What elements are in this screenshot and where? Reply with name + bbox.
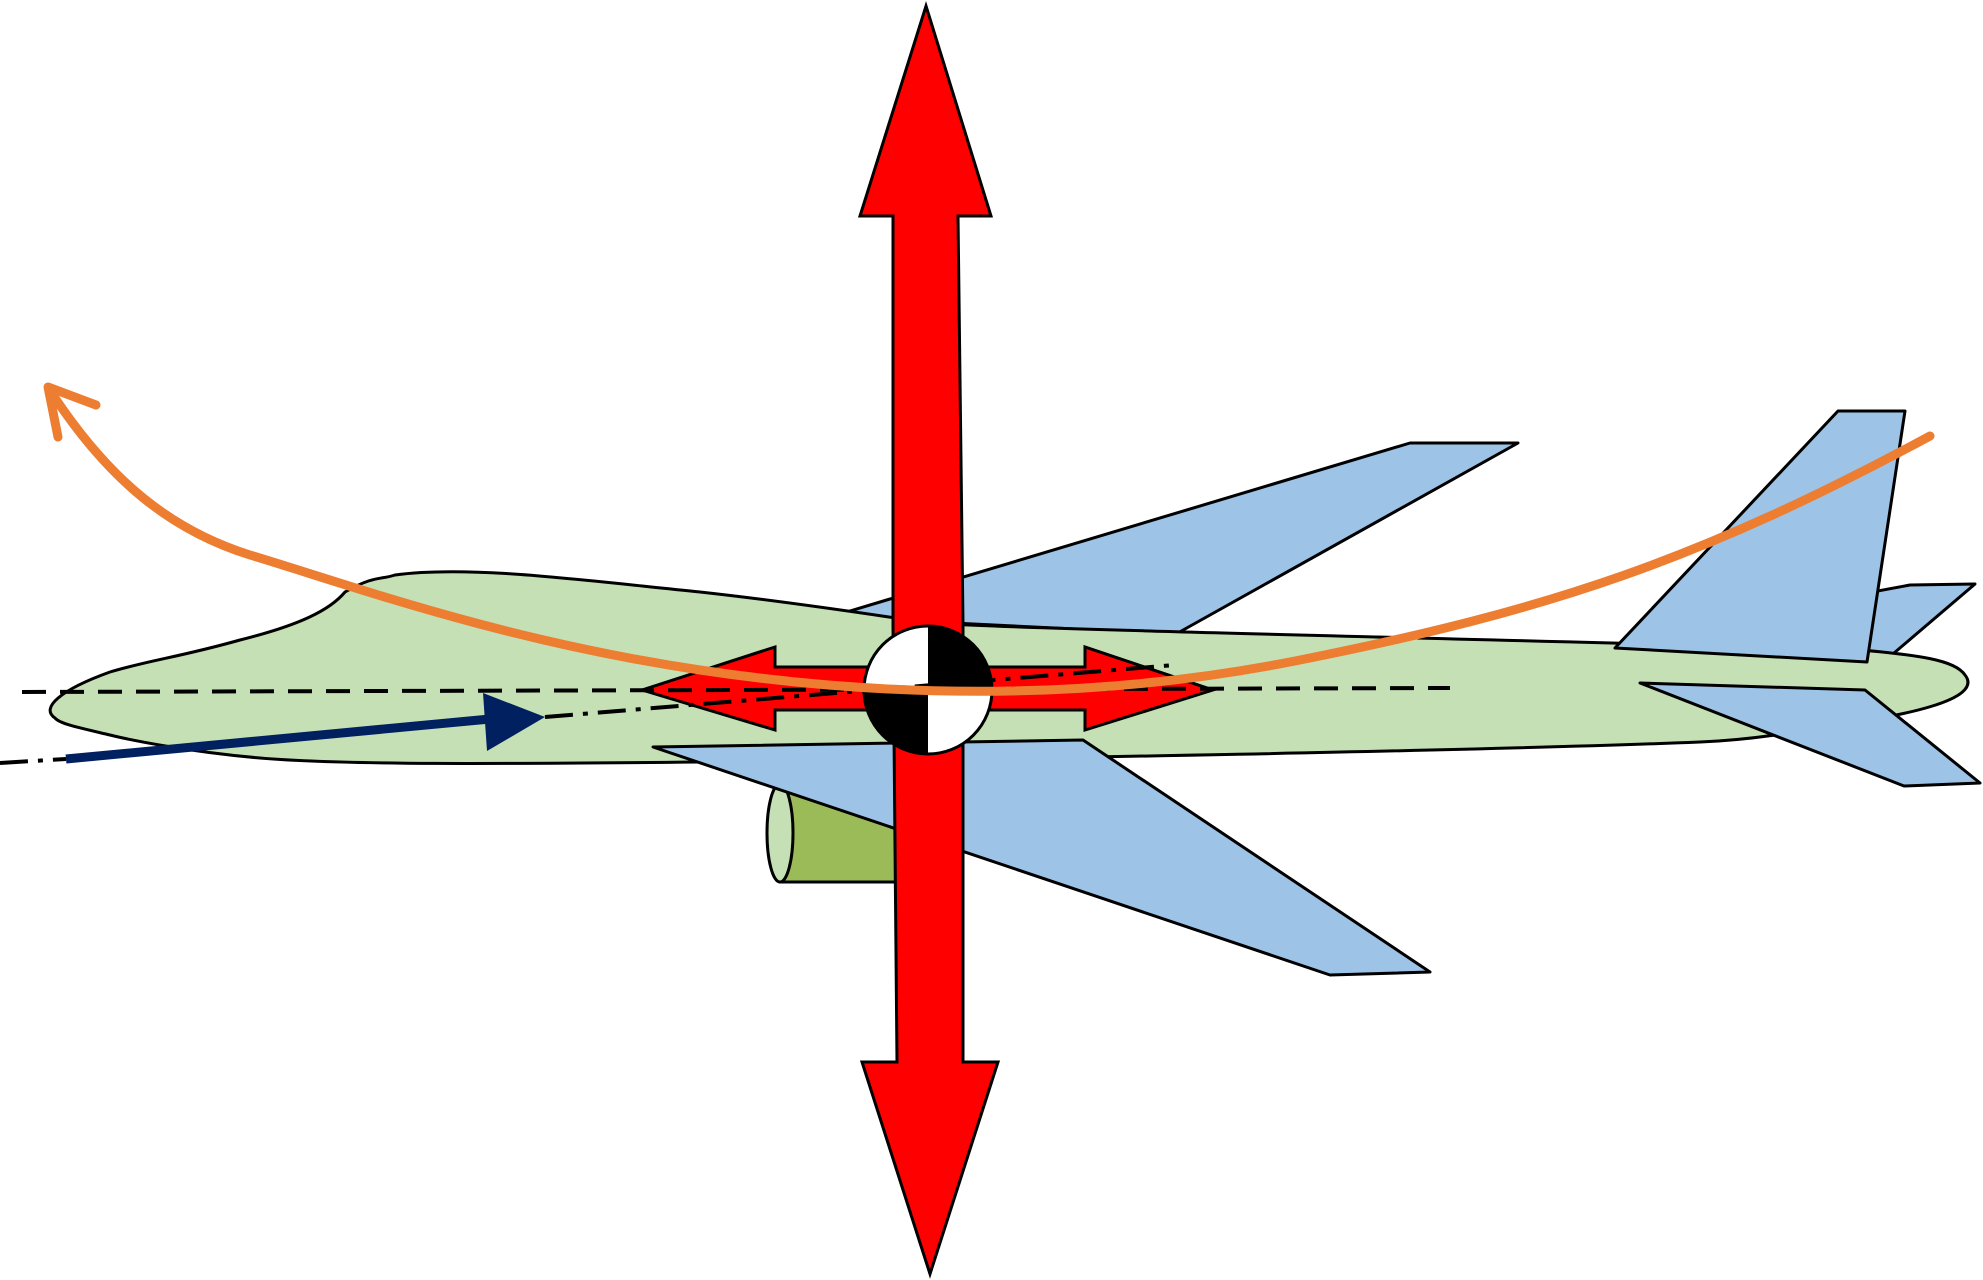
flight-path-curve (50, 393, 1935, 696)
flight-path-arrowhead (43, 382, 101, 442)
velocity-vector-arrow (65, 693, 545, 764)
trajectory-dashdot-line-tail (0, 757, 67, 765)
near-stabilizer (1638, 681, 1982, 788)
longitudinal-axis-line (21, 686, 1451, 694)
tail-fin (1613, 409, 1907, 664)
